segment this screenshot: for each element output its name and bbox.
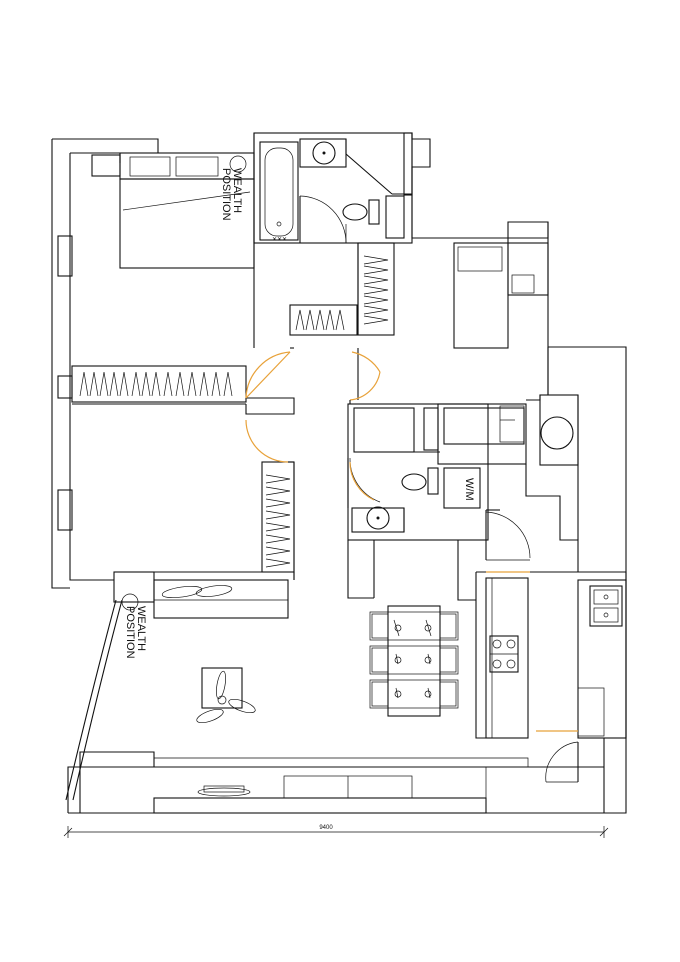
sofa: [153, 579, 289, 619]
living-room: WEALTH POSITION: [65, 571, 529, 801]
wm-label: W/M: [463, 478, 475, 501]
window-master: [57, 235, 73, 277]
bed-2: [453, 242, 509, 349]
bedroom2-wardrobe: [295, 255, 389, 331]
toilet-icon: [342, 203, 368, 221]
svg-text:✕✕✕: ✕✕✕: [272, 237, 287, 243]
wealth-label-top-1: WEALTH: [231, 168, 243, 213]
exterior-walls: [51, 132, 627, 814]
washing-machine: [443, 467, 481, 509]
yard: [485, 347, 579, 572]
master-bedroom: [57, 133, 358, 349]
wealth-label-living-1: WEALTH: [135, 606, 147, 651]
coffee-table: [201, 667, 243, 709]
common-basin-icon: [366, 506, 390, 530]
dining-table: [387, 605, 441, 717]
kitchen: [347, 539, 627, 783]
wealth-circle-icon: [229, 155, 247, 173]
water-heater-icon: [540, 416, 574, 450]
bedroom-3: [57, 397, 295, 580]
wealth-label-living-2: POSITION: [124, 606, 136, 659]
wealth-position-top: WEALTH POSITION: [220, 155, 247, 221]
wealth-circle-living-icon: [121, 593, 139, 611]
bedroom-2: [357, 242, 549, 400]
door-swings: [245, 351, 381, 501]
master-wardrobe: [57, 365, 247, 405]
master-bathroom: ✕✕✕: [253, 132, 413, 244]
dining: [369, 605, 459, 717]
basin-icon: [312, 141, 336, 165]
dimension-line: 9400: [63, 825, 609, 838]
common-bathroom: W/M: [347, 403, 527, 541]
wealth-label-top-2: POSITION: [220, 168, 232, 221]
bathtub: [259, 141, 299, 241]
ceiling-fan-icon: [217, 695, 227, 705]
sink: [589, 585, 623, 627]
overall-width-label: 9400: [319, 825, 333, 831]
common-toilet-icon: [401, 473, 427, 491]
